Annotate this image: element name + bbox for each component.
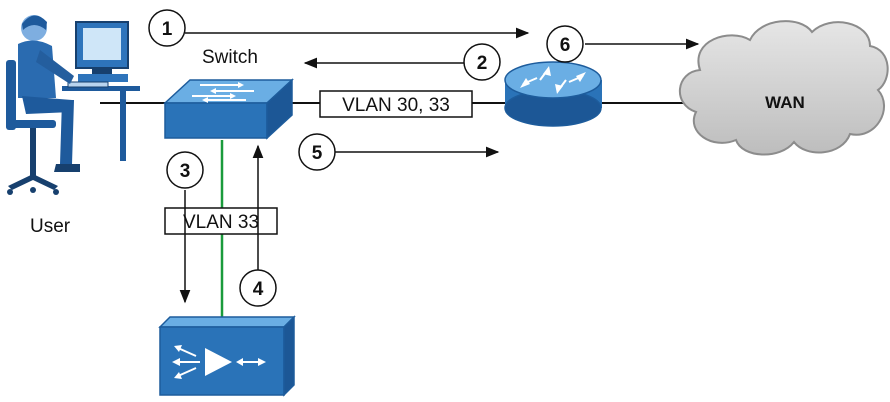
svg-text:4: 4 — [253, 279, 264, 300]
svg-text:5: 5 — [312, 143, 323, 164]
step-marker-2: 2 — [463, 43, 501, 81]
svg-text:6: 6 — [560, 35, 571, 56]
appliance-icon — [158, 315, 296, 397]
trunk-vlan-text: VLAN 30, 33 — [342, 95, 450, 116]
user-at-computer-icon — [6, 15, 140, 195]
svg-text:2: 2 — [477, 53, 488, 74]
step-marker-6: 6 — [546, 25, 584, 63]
step-marker-3: 3 — [166, 151, 204, 189]
access-vlan-label: VLAN 33 — [164, 207, 278, 235]
flow-arrows — [179, 27, 700, 304]
wan-label: WAN — [765, 93, 805, 112]
switch-label: Switch — [202, 47, 258, 68]
switch-icon — [163, 78, 294, 140]
wan-cloud-icon — [679, 20, 889, 156]
access-vlan-text: VLAN 33 — [183, 212, 259, 233]
step-marker-4: 4 — [239, 269, 277, 307]
user-label: User — [30, 216, 71, 237]
step-marker-1: 1 — [148, 9, 186, 47]
router-icon — [504, 61, 602, 127]
svg-text:1: 1 — [162, 19, 173, 40]
step-markers: 1 2 3 4 5 6 — [148, 9, 584, 307]
step-marker-5: 5 — [298, 133, 336, 171]
trunk-vlan-label: VLAN 30, 33 — [319, 90, 473, 118]
svg-text:3: 3 — [180, 161, 191, 182]
